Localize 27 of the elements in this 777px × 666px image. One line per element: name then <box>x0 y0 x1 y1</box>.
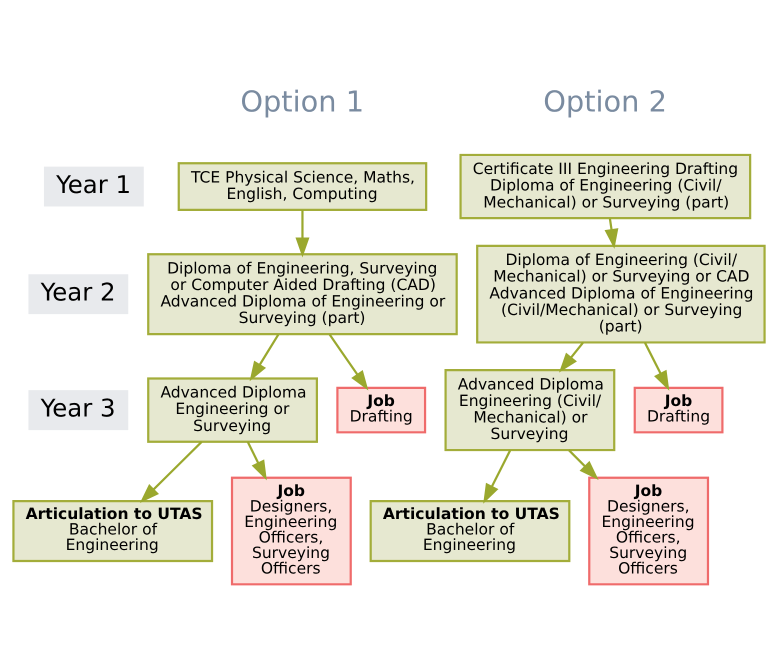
label: Year 3 <box>40 393 116 422</box>
node-box: TCE Physical Science, Maths, English, Computing <box>177 162 427 211</box>
arrow <box>558 342 584 373</box>
label: Year 2 <box>40 277 116 306</box>
node-box: Diploma of Engineering, Surveying or Computer Aided Drafting (CAD) Advanced Diploma of Engineering or Surveying (part) <box>146 253 458 336</box>
arrow <box>604 218 618 249</box>
node-box: Job Drafting <box>336 386 426 434</box>
label: Option 2 <box>542 84 666 118</box>
arrow <box>643 342 669 391</box>
label: Option 1 <box>240 84 364 118</box>
label: Year 1 <box>56 170 131 199</box>
arrow <box>139 441 202 504</box>
node-box: Job Drafting <box>633 386 723 434</box>
node-box: Advanced Diploma Engineering (Civil/ Mechanical) or Surveying <box>444 369 615 452</box>
node-box: Advanced Diploma Engineering or Surveying <box>146 377 318 443</box>
arrow <box>568 449 598 480</box>
arrow <box>328 334 368 390</box>
node-box: Job Designers, Engineering Officers, Surveying Officers <box>230 476 352 586</box>
node-box: Articulation to UTAS Bachelor of Engineering <box>369 500 570 562</box>
node-box: Diploma of Engineering (Civil/ Mechanical) or Surveying or CAD Advanced Diploma of Engineering (Civil/Mechanical) or Surveying (part) <box>476 244 766 344</box>
arrow <box>249 334 279 382</box>
node-box: Job Designers, Engineering Officers, Surveying Officers <box>588 476 709 586</box>
node-box: Certificate III Engineering Drafting Diploma of Engineering (Civil/ Mechanical) or Surveying (part) <box>458 154 751 220</box>
arrow <box>246 441 266 480</box>
arrow <box>482 450 511 504</box>
arrow <box>294 210 309 258</box>
node-box: Articulation to UTAS Bachelor of Engineering <box>12 500 213 562</box>
